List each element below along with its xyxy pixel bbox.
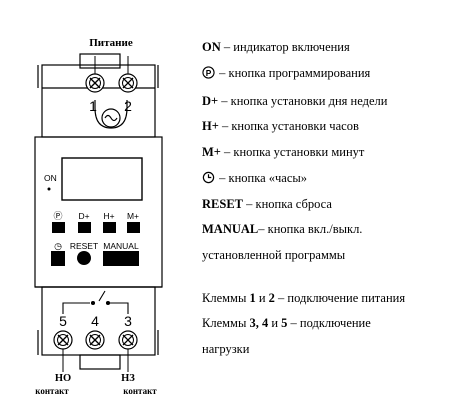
top-terminal-1 bbox=[85, 73, 105, 93]
nc-contact-label-sub: контакт bbox=[123, 386, 157, 396]
legend-text: – кнопка установки часов bbox=[218, 119, 359, 133]
terminal-label-1: 1 bbox=[89, 98, 97, 114]
note-text: – подключение питания bbox=[274, 291, 406, 305]
note-text: и bbox=[268, 316, 282, 330]
legend-key: MANUAL bbox=[202, 222, 259, 236]
note-text: Клеммы bbox=[202, 316, 250, 330]
legend-text: – кнопка сброса bbox=[243, 197, 332, 211]
lcd-display bbox=[61, 157, 143, 201]
manual-button-label: MANUAL bbox=[103, 241, 139, 251]
clock-button-label: ◷ bbox=[54, 242, 62, 252]
terminals-note-load: Клеммы 3, 4 и 5 – подключение bbox=[202, 316, 371, 331]
note-text: – подключение bbox=[287, 316, 371, 330]
bottom-terminal-4 bbox=[85, 330, 105, 350]
legend-key: D+ bbox=[202, 94, 219, 108]
bottom-terminal-3 bbox=[118, 330, 138, 350]
ac-symbol-icon bbox=[94, 100, 128, 129]
bottom-housing bbox=[37, 286, 159, 370]
terminal-label-4: 4 bbox=[91, 313, 99, 329]
note-key: 1 bbox=[249, 291, 256, 305]
terminals-note-load-continuation: нагрузки bbox=[202, 342, 250, 356]
terminal-label-2: 2 bbox=[124, 98, 132, 114]
day-button-label: D+ bbox=[78, 211, 89, 221]
note-text: Клеммы bbox=[202, 291, 250, 305]
manual-button[interactable] bbox=[103, 251, 139, 266]
timer-device-diagram: Питание 1 2 ON Ⓟ D+ H+ M+ bbox=[34, 37, 163, 396]
minute-button-label: M+ bbox=[127, 211, 139, 221]
day-plus-button[interactable] bbox=[78, 222, 91, 233]
clock-button[interactable] bbox=[51, 251, 65, 266]
nc-contact-label: НЗ bbox=[121, 373, 135, 384]
no-contact-label: НО bbox=[55, 373, 71, 384]
no-contact-label-sub: контакт bbox=[35, 386, 69, 396]
legend-text: – кнопка «часы» bbox=[216, 171, 308, 185]
terminal-label-5: 5 bbox=[59, 313, 67, 329]
hour-button-label: H+ bbox=[103, 211, 114, 221]
legend-key: RESET bbox=[202, 197, 243, 211]
on-indicator-label: ON bbox=[44, 173, 57, 183]
legend-hour: H+ – кнопка установки часов bbox=[202, 119, 359, 134]
legend-key: ON bbox=[202, 40, 221, 54]
legend-day: D+ – кнопка установки дня недели bbox=[202, 94, 387, 109]
legend-reset: RESET – кнопка сброса bbox=[202, 197, 332, 212]
hour-plus-button[interactable] bbox=[103, 222, 116, 233]
legend-on: ON – индикатор включения bbox=[202, 40, 350, 55]
terminals-note-power: Клеммы 1 и 2 – подключение питания bbox=[202, 291, 405, 306]
program-button[interactable] bbox=[52, 222, 65, 233]
on-indicator-led bbox=[47, 187, 51, 191]
svg-text:P: P bbox=[206, 68, 212, 78]
note-key: 3, 4 bbox=[249, 316, 269, 330]
clock-icon bbox=[202, 171, 215, 184]
legend-text: – кнопка установки минут bbox=[220, 145, 365, 159]
bottom-terminal-5 bbox=[53, 330, 73, 350]
top-housing bbox=[37, 53, 159, 138]
reset-button-label: RESET bbox=[70, 241, 98, 251]
legend-key: M+ bbox=[202, 145, 221, 159]
legend-program: P – кнопка программирования bbox=[202, 66, 370, 81]
note-key: 5 bbox=[281, 316, 288, 330]
legend-manual-continuation: установленной программы bbox=[202, 248, 346, 262]
minute-plus-button[interactable] bbox=[127, 222, 140, 233]
note-text: и bbox=[255, 291, 269, 305]
reset-button[interactable] bbox=[77, 251, 91, 265]
terminal-label-3: 3 bbox=[124, 313, 132, 329]
legend-text: – индикатор включения bbox=[220, 40, 350, 54]
relay-contact-icon bbox=[62, 290, 129, 314]
note-key: 2 bbox=[268, 291, 275, 305]
legend-text: – кнопка установки дня недели bbox=[218, 94, 388, 108]
legend-text: – кнопка программирования bbox=[216, 66, 371, 80]
power-label: Питание bbox=[89, 37, 133, 49]
program-icon: P bbox=[202, 66, 215, 79]
legend-manual: MANUAL– кнопка вкл./выкл. bbox=[202, 222, 362, 237]
legend-text: – кнопка вкл./выкл. bbox=[258, 222, 363, 236]
legend-minute: M+ – кнопка установки минут bbox=[202, 145, 364, 160]
top-terminal-2 bbox=[118, 73, 138, 93]
legend-clock: – кнопка «часы» bbox=[202, 171, 307, 186]
legend-key: H+ bbox=[202, 119, 219, 133]
program-button-label: Ⓟ bbox=[53, 211, 62, 221]
